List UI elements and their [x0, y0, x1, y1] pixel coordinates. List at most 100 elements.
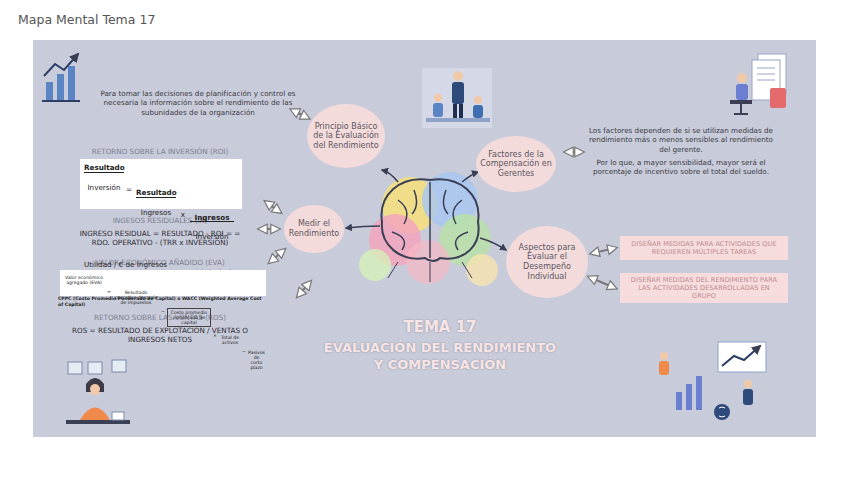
growth-illustration — [744, 380, 752, 388]
note-text: CPPC (Costo Promedio Ponderado de Capita… — [58, 296, 268, 308]
growth-illustration — [718, 342, 766, 372]
topic-bubble: Factores de la Compensación en Gerentes — [476, 136, 556, 192]
analyst-illustration — [88, 362, 102, 374]
growth-illustration — [686, 384, 692, 410]
brain-illustration — [359, 172, 498, 286]
people-illustration — [422, 68, 492, 128]
double-arrows — [298, 282, 310, 296]
brain-illustration — [388, 262, 472, 282]
brain-illustration — [406, 240, 450, 284]
growth-illustration — [659, 342, 766, 420]
brain-illustration — [382, 179, 479, 261]
node-label: Medir el Rendimiento — [288, 219, 340, 238]
detail-box: DISEÑAR MEDIDAS PARA ACTIVIDADES QUE REQ… — [620, 236, 788, 260]
brain-illustration — [466, 254, 498, 286]
formula-term: Utilidad / € de Ingresos — [84, 261, 162, 269]
formula-term: Resultado — [84, 164, 124, 173]
people-illustration — [433, 103, 443, 117]
formula-box: Valor económico agregado (EVA)=Resultado… — [60, 270, 266, 296]
topic-title: TEMA 17 — [330, 318, 550, 338]
chart-icon — [46, 82, 53, 100]
formula-term: = — [106, 289, 112, 294]
formula-term: Inversión — [190, 233, 234, 241]
branch-arrows — [346, 226, 380, 228]
people-illustration — [426, 118, 490, 122]
office-worker-illustration — [757, 80, 775, 81]
growth-illustration — [743, 389, 753, 405]
chart-icon — [57, 74, 64, 100]
formula-term: × — [212, 333, 218, 338]
growth-illustration — [719, 407, 725, 417]
office-worker-illustration — [736, 84, 748, 100]
people-illustration — [434, 94, 442, 102]
note-text: Por lo que, a mayor sensibilidad, mayor … — [583, 158, 779, 177]
topic-title: EVALUACIÓN DEL RENDIMIENTO Y COMPENSACIÓ… — [318, 340, 562, 374]
section-heading: RETORNO SOBRE LA INVERSIÓN (ROI) — [70, 147, 250, 156]
office-worker-illustration — [757, 68, 775, 69]
growth-illustration — [676, 392, 682, 410]
branch-arrows — [382, 170, 398, 182]
double-arrows — [566, 151, 582, 153]
formula-term: = — [124, 186, 134, 194]
branch-arrows — [480, 238, 506, 250]
node-label: Aspectos para Evaluar el Desempeño Indiv… — [510, 243, 584, 281]
office-worker-illustration — [730, 54, 786, 114]
node-label: DISEÑAR MEDIDAS DEL RENDIMIENTO PARA LAS… — [626, 276, 782, 300]
detail-box: DISEÑAR MEDIDAS DEL RENDIMIENTO PARA LAS… — [620, 273, 788, 303]
double-arrows — [266, 202, 280, 212]
analyst-illustration — [112, 412, 124, 420]
office-worker-illustration — [770, 88, 786, 108]
chart-icon — [68, 66, 75, 100]
note-text: Los factores dependen de si se utilizan … — [583, 126, 779, 154]
growth-illustration — [660, 352, 668, 360]
growth-illustration — [659, 361, 669, 375]
brain-illustration — [392, 182, 468, 258]
analyst-illustration — [80, 408, 110, 421]
double-arrows — [260, 228, 278, 230]
office-worker-illustration — [757, 74, 775, 75]
formula-term: Pasivos de corto plazo — [248, 350, 265, 370]
formula-term: Resultado operativo después de impuestos — [113, 290, 159, 305]
formula-term: − — [160, 309, 166, 314]
formula-term: x — [178, 211, 188, 219]
office-worker-illustration — [740, 104, 742, 114]
analyst-illustration — [66, 360, 130, 424]
office-worker-illustration — [734, 113, 748, 115]
people-illustration — [473, 105, 483, 118]
page-title: Mapa Mental Tema 17 — [18, 12, 318, 27]
formula-term: Costo promedio ponderado de capital — [167, 308, 211, 327]
branch-arrows — [346, 170, 506, 250]
growth-illustration — [696, 376, 702, 410]
double-arrows — [270, 250, 284, 262]
chart-icon — [42, 54, 80, 101]
formula-term: Total de activos — [219, 335, 241, 345]
double-arrows — [292, 110, 308, 118]
people-illustration — [453, 104, 457, 120]
note-text: Para tomar las decisiones de planificaci… — [100, 89, 296, 117]
branch-arrows — [462, 172, 478, 182]
chart-icon — [42, 100, 80, 102]
growth-illustration — [722, 346, 760, 366]
analyst-illustration — [68, 362, 82, 374]
node-label: Factores de la Compensación en Gerentes — [480, 150, 552, 179]
topic-bubble: Medir el Rendimiento — [284, 205, 344, 253]
office-worker-illustration — [737, 73, 747, 83]
formula-term: Ingresos — [190, 214, 234, 223]
node-label: Principio Básico de la Evaluación del Re… — [311, 122, 381, 151]
chart-icon — [44, 54, 78, 76]
people-illustration — [474, 96, 482, 104]
formula-term: Resultado — [136, 189, 176, 198]
double-arrow-connector — [590, 277, 615, 288]
formula-term: Ingresos — [136, 209, 176, 217]
topic-bubble: Aspectos para Evaluar el Desempeño Indiv… — [506, 226, 588, 298]
people-illustration — [459, 104, 463, 120]
double-arrow-connector — [592, 248, 615, 253]
formula-box: ResultadoInversión=ResultadoIngresosxIng… — [80, 159, 242, 209]
growth-illustration — [714, 404, 730, 420]
brain-illustration — [359, 249, 391, 281]
people-illustration — [422, 68, 492, 128]
people-illustration — [453, 71, 463, 81]
formula-term: Valor económico agregado (EVA) — [62, 275, 106, 285]
topic-bubble: Principio Básico de la Evaluación del Re… — [307, 104, 385, 168]
